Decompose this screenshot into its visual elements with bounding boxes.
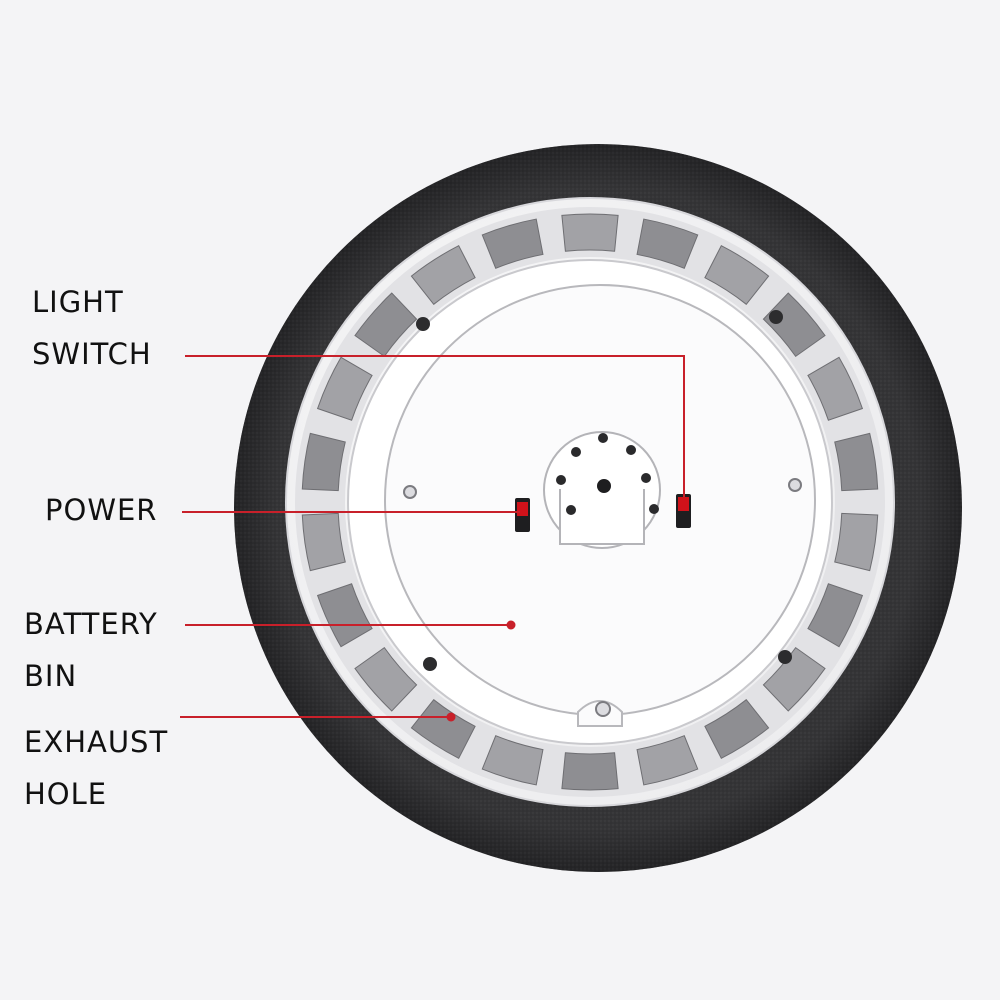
vent-slot	[354, 646, 418, 712]
light-switch	[676, 494, 691, 528]
vent-slot	[704, 698, 770, 760]
label-exhaust-hole: EXHAUST HOLE	[24, 716, 168, 820]
cover-screw-left	[403, 485, 417, 499]
vent-slot	[410, 698, 476, 760]
vent-slot	[834, 512, 879, 572]
label-battery-bin-line-1: BATTERY	[24, 607, 158, 641]
shell-screw-hole	[416, 317, 430, 331]
label-battery-bin-line-2: BIN	[24, 659, 78, 693]
vent-slot	[762, 292, 826, 358]
hub-hole	[556, 475, 566, 485]
hub-hole	[641, 473, 651, 483]
vent-slot	[807, 356, 864, 421]
vent-slot	[561, 752, 619, 791]
exhaust-vent-ring	[301, 213, 879, 791]
shell-screw-hole	[778, 650, 792, 664]
battery-bin-marker	[506, 620, 516, 630]
leader-line-light-switch	[185, 355, 685, 497]
vent-slot	[481, 735, 544, 786]
vent-slot	[807, 583, 864, 648]
exhaust-hole-marker	[446, 712, 456, 722]
power-switch	[515, 498, 530, 532]
shell-screw-hole	[769, 310, 783, 324]
vent-slot	[410, 244, 476, 306]
label-battery-bin: BATTERY BIN	[24, 598, 158, 702]
hub-center-hole	[597, 479, 611, 493]
label-power: POWER	[45, 484, 157, 536]
vent-slot	[762, 646, 826, 712]
vent-slot	[301, 432, 346, 492]
vent-slot	[636, 735, 699, 786]
hub-hole	[598, 433, 608, 443]
hub-hole	[566, 505, 576, 515]
vent-slot	[704, 244, 770, 306]
shell-screw-hole	[423, 657, 437, 671]
cover-screw-bottom	[595, 701, 611, 717]
vent-slot	[301, 512, 346, 572]
vent-slot	[561, 213, 619, 252]
cover-screw-right	[788, 478, 802, 492]
label-power-line-1: POWER	[45, 493, 158, 527]
vent-slot	[636, 218, 699, 269]
hub-hole	[649, 504, 659, 514]
label-light-switch-line-1: LIGHT	[32, 285, 124, 319]
label-light-switch: LIGHT SWITCH	[32, 276, 152, 380]
vent-slot	[354, 292, 418, 358]
hub-hole	[626, 445, 636, 455]
label-exhaust-hole-line-1: EXHAUST	[24, 725, 169, 759]
hub-hole	[571, 447, 581, 457]
vent-slot	[316, 356, 373, 421]
label-exhaust-hole-line-2: HOLE	[24, 777, 108, 811]
label-light-switch-line-2: SWITCH	[32, 337, 152, 371]
vent-slot	[481, 218, 544, 269]
vent-slot	[834, 432, 879, 492]
